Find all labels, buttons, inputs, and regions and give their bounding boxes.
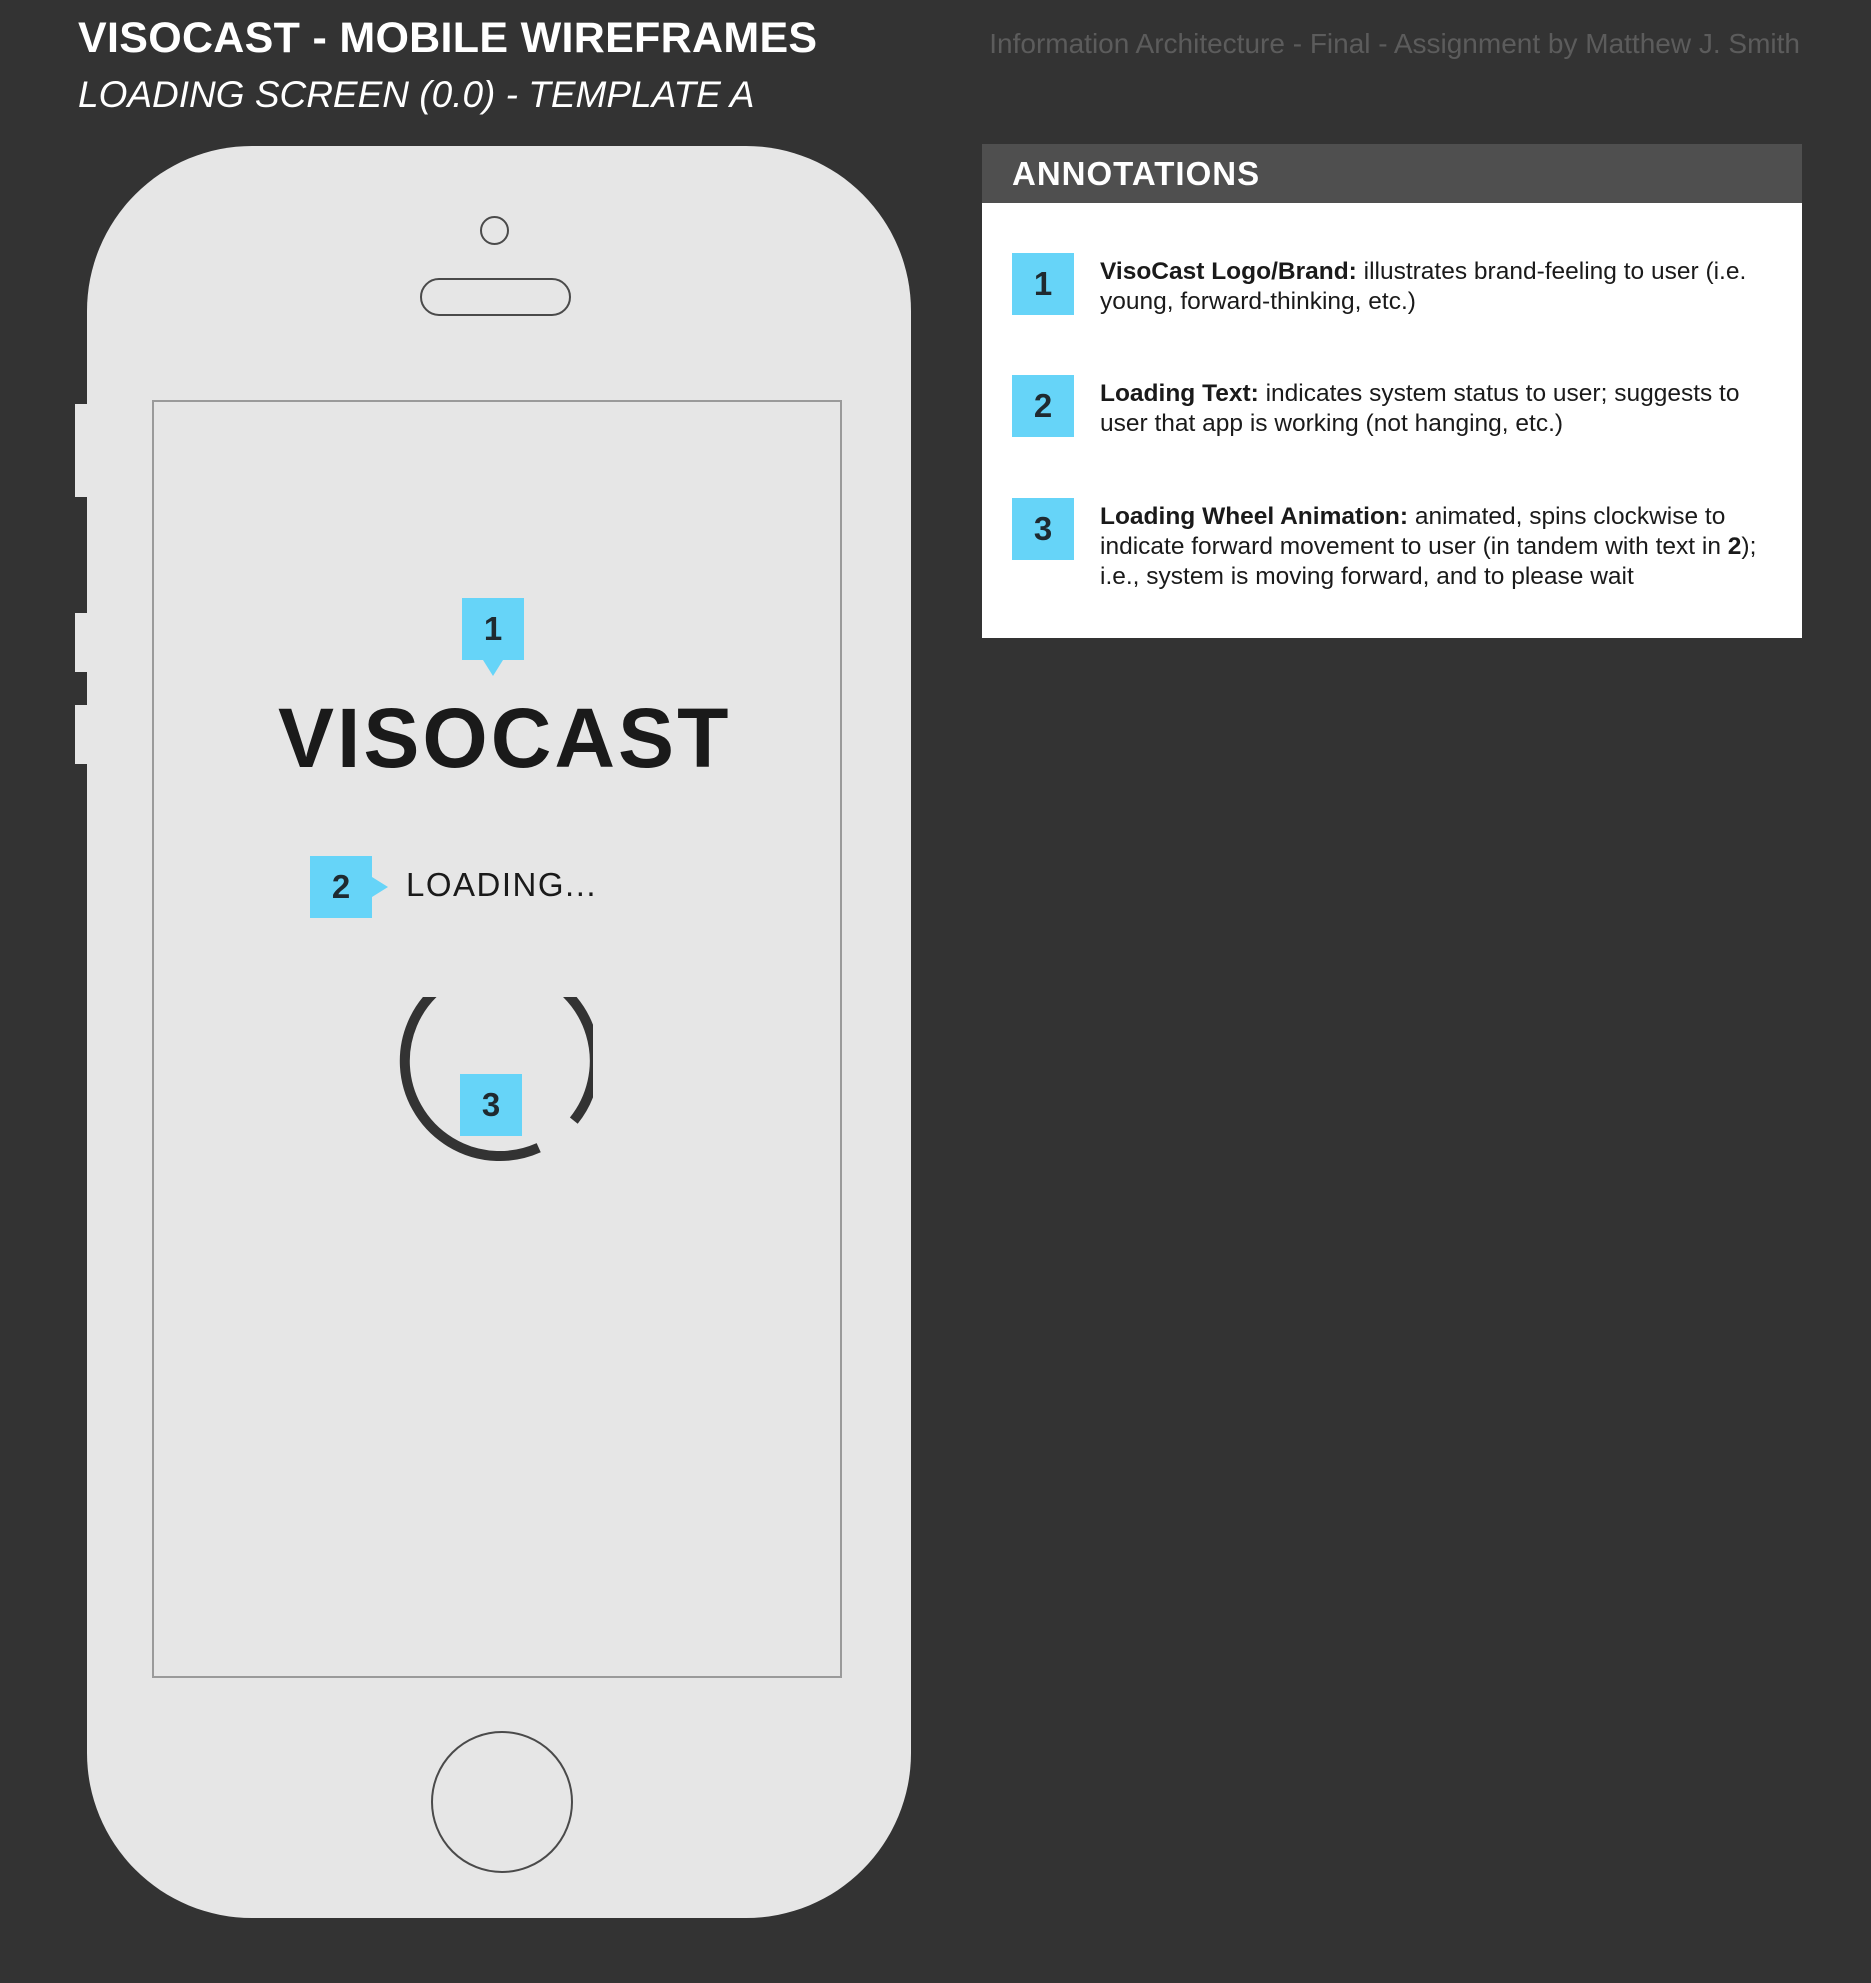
annotation-number: 3 [1012,498,1074,560]
annotations-panel [982,203,1802,638]
annotation-marker-logo: 1 [462,598,524,676]
volume-down-button [75,705,89,764]
annotation-reference: 2 [1727,533,1742,560]
brand-logo: VISOCAST [278,691,732,785]
annotation-term: VisoCast Logo/Brand: [1100,258,1357,285]
annotation-detail-end: ); i.e., system is moving forward, and t… [1100,533,1757,590]
annotation-marker-wheel: 3 [460,1074,522,1136]
page-title: VISOCAST - MOBILE WIREFRAMES [78,14,818,62]
phone-body [87,146,911,1918]
annotation-number: 1 [1012,253,1074,315]
annotation-term: Loading Text: [1100,380,1259,407]
annotation-term: Loading Wheel Animation: [1100,503,1409,530]
phone-screen [152,400,842,1678]
speaker-icon [420,278,571,316]
mute-switch [75,404,89,497]
volume-up-button [75,613,89,672]
annotation-detail: animated, spins clockwise to indicate fo… [1100,503,1728,560]
camera-icon [480,216,509,245]
annotation-detail: indicates system status to user; suggest… [1100,380,1740,437]
annotation-number: 2 [1012,375,1074,437]
annotation-description: Loading Wheel Animation: animated, spins… [1100,502,1790,592]
assignment-credit: Information Architecture - Final - Assig… [989,28,1800,59]
home-button-icon [431,1731,573,1873]
loading-text: LOADING... [406,866,598,903]
annotation-description: Loading Text: indicates system status to… [1100,379,1790,439]
annotation-marker-loading: 2 [310,856,388,918]
loading-wheel-icon [399,997,593,1162]
annotation-detail: illustrates brand-feeling to user (i.e. … [1100,258,1747,315]
page-subtitle: LOADING SCREEN (0.0) - TEMPLATE A [78,74,755,115]
annotations-heading: ANNOTATIONS [982,144,1802,203]
annotation-description: VisoCast Logo/Brand: illustrates brand-f… [1100,257,1790,317]
